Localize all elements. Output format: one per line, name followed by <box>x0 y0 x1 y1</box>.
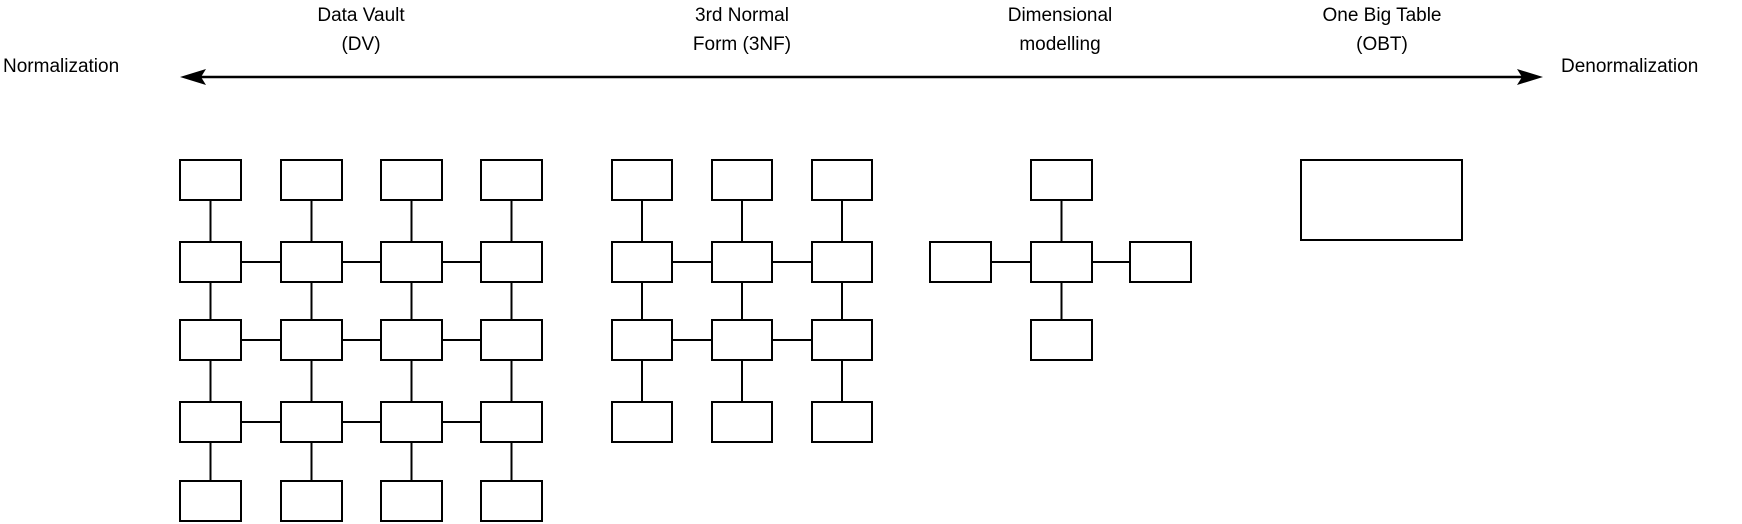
data-vault-schema-table-box <box>480 241 543 283</box>
data-vault-schema-table-box <box>280 480 343 522</box>
third-normal-form-schema-table-box <box>811 159 873 201</box>
third-normal-form-schema-table-box <box>611 241 673 283</box>
data-vault-schema-table-box <box>179 480 242 522</box>
section-label-dimensional: Dimensional modelling <box>950 1 1170 59</box>
left-arrowhead-icon <box>180 69 206 85</box>
dimensional-star-schema-table-box <box>1129 241 1192 283</box>
third-normal-form-schema-table-box <box>611 159 673 201</box>
dimensional-star-schema-table-box <box>1030 241 1093 283</box>
data-vault-schema-table-box <box>179 319 242 361</box>
data-vault-schema-table-box <box>380 159 443 201</box>
denormalization-label: Denormalization <box>1561 56 1699 77</box>
third-normal-form-schema-table-box <box>711 401 773 443</box>
data-vault-schema-table-box <box>380 480 443 522</box>
data-vault-schema-table-box <box>380 241 443 283</box>
section-label-line: Data Vault <box>317 5 405 26</box>
data-vault-schema-table-box <box>280 159 343 201</box>
third-normal-form-schema-table-box <box>611 319 673 361</box>
section-label-line: Dimensional <box>1007 5 1113 26</box>
normalization-label: Normalization <box>3 56 120 77</box>
third-normal-form-schema-table-box <box>811 241 873 283</box>
data-vault-schema-table-box <box>480 319 543 361</box>
dimensional-star-schema-table-box <box>1030 159 1093 201</box>
section-label-line: modelling <box>1019 34 1101 55</box>
data-vault-schema-table-box <box>280 241 343 283</box>
data-vault-schema-table-box <box>380 319 443 361</box>
dimensional-star-schema-table-box <box>929 241 992 283</box>
right-arrowhead-icon <box>1517 69 1543 85</box>
third-normal-form-schema-table-box <box>611 401 673 443</box>
section-label-3nf: 3rd Normal Form (3NF) <box>632 1 852 59</box>
data-vault-schema-table-box <box>280 401 343 443</box>
section-label-line: One Big Table <box>1322 5 1442 26</box>
data-vault-schema-table-box <box>280 319 343 361</box>
data-vault-schema-table-box <box>480 480 543 522</box>
one-big-table-table-box <box>1300 159 1463 241</box>
data-vault-schema-table-box <box>480 159 543 201</box>
data-vault-schema-table-box <box>179 241 242 283</box>
section-label-line: (DV) <box>341 34 381 55</box>
data-vault-schema-table-box <box>179 401 242 443</box>
section-label-data-vault: Data Vault (DV) <box>251 1 471 59</box>
section-label-line: 3rd Normal <box>695 5 789 26</box>
data-vault-schema-table-box <box>380 401 443 443</box>
section-label-line: (OBT) <box>1356 34 1408 55</box>
third-normal-form-schema-table-box <box>711 159 773 201</box>
section-label-line: Form (3NF) <box>692 34 792 55</box>
data-vault-schema-table-box <box>179 159 242 201</box>
third-normal-form-schema-table-box <box>811 319 873 361</box>
dimensional-star-schema-table-box <box>1030 319 1093 361</box>
third-normal-form-schema-table-box <box>711 241 773 283</box>
third-normal-form-schema-table-box <box>711 319 773 361</box>
section-label-obt: One Big Table (OBT) <box>1272 1 1492 59</box>
third-normal-form-schema-table-box <box>811 401 873 443</box>
data-vault-schema-table-box <box>480 401 543 443</box>
